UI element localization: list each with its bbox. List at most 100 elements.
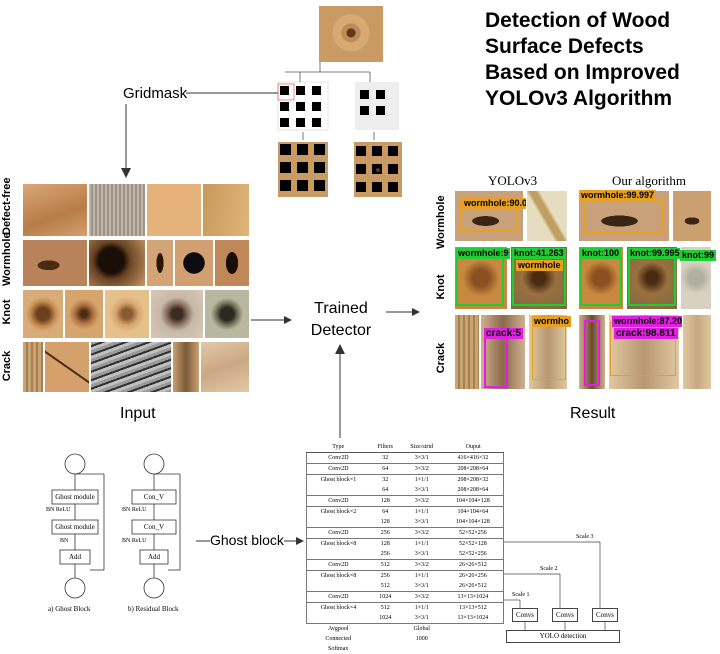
tag-yolo-knot-c: wormhole bbox=[516, 260, 563, 271]
network-table-cell: Ghost block×4 bbox=[307, 603, 370, 614]
ghost-a-block-3: Add bbox=[60, 553, 90, 561]
network-table-cell bbox=[443, 644, 504, 654]
network-table-cell: 208×208×64 bbox=[443, 485, 504, 496]
network-table-cell: 3×3/1 bbox=[401, 581, 443, 592]
col-output: Ouput bbox=[443, 442, 504, 453]
tag-yolo-knot-b: knot:41.263 bbox=[512, 248, 566, 259]
convs-box-1: Convs bbox=[512, 608, 538, 622]
network-table-cell: 3×3/2 bbox=[401, 560, 443, 571]
network-table-cell: 256 bbox=[370, 549, 401, 560]
network-table-cell: 104×104×128 bbox=[443, 496, 504, 507]
result-row-label-knot: Knot bbox=[435, 262, 447, 312]
network-table-cell: 3×3/1 bbox=[401, 613, 443, 624]
thumb-wormhole-2 bbox=[88, 239, 146, 287]
ghost-b-caption: b) Residual Block bbox=[128, 605, 179, 613]
convs-box-2: Convs bbox=[552, 608, 578, 622]
ghost-a-act-1: BN ReLU bbox=[46, 507, 71, 513]
network-table-cell: Conv2D bbox=[307, 528, 370, 539]
network-table-cell bbox=[401, 644, 443, 654]
tag-our-crack-b: wormhole:87.20 bbox=[612, 316, 684, 327]
result-our-crack-3 bbox=[682, 314, 712, 390]
thumb-crack-5 bbox=[200, 341, 250, 393]
network-table-cell bbox=[307, 517, 370, 528]
tag-yolo-wormhole: wormhole:90.0 bbox=[462, 198, 529, 209]
thumb-crack-2 bbox=[44, 341, 90, 393]
ghost-b-act-2: BN ReLU bbox=[122, 538, 147, 544]
trained-detector-label: Trained Detector bbox=[296, 298, 386, 342]
network-table-cell: 13×13×1024 bbox=[443, 613, 504, 624]
tag-our-knot-c: knot:99 bbox=[680, 250, 716, 261]
result-header-yolov3: YOLOv3 bbox=[488, 173, 537, 189]
box-yolo-knot-a bbox=[456, 256, 504, 306]
network-table-cell: Conv2D bbox=[307, 453, 370, 464]
network-table-cell bbox=[370, 624, 401, 635]
network-table-cell: 3×3/1 bbox=[401, 549, 443, 560]
tag-our-knot-a: knot:100 bbox=[580, 248, 621, 259]
result-label: Result bbox=[570, 405, 615, 423]
convs-box-3: Convs bbox=[592, 608, 618, 622]
network-table-cell: 3×3/2 bbox=[401, 592, 443, 603]
network-table-cell: 3×3/1 bbox=[401, 517, 443, 528]
network-table-cell: Ghost block×2 bbox=[307, 507, 370, 518]
network-table-row: Softmax bbox=[307, 644, 504, 654]
network-table-cell: Conv2D bbox=[307, 560, 370, 571]
tag-our-knot-b: knot:99.995 bbox=[628, 248, 682, 259]
thumb-knot-5 bbox=[204, 289, 250, 339]
network-table-cell: 1000 bbox=[401, 634, 443, 644]
result-yolo-wormhole-2 bbox=[526, 190, 568, 242]
network-table-cell: 416×416×32 bbox=[443, 453, 504, 464]
network-table-cell: 3×3/1 bbox=[401, 453, 443, 464]
network-table-cell: 64 bbox=[370, 485, 401, 496]
network-table-cell bbox=[307, 613, 370, 624]
network-table-cell: 3×3/2 bbox=[401, 464, 443, 475]
input-row-label-wormhole: Wormhole bbox=[1, 236, 13, 286]
scale-3-label: Scale 3 bbox=[576, 534, 594, 540]
col-filters: Filters bbox=[370, 442, 401, 453]
network-table-cell: Conv2D bbox=[307, 464, 370, 475]
block-diagrams bbox=[30, 452, 200, 617]
thumb-wormhole-3 bbox=[146, 239, 174, 287]
thumb-knot-1 bbox=[22, 289, 64, 339]
tag-yolo-knot-a: wormhole:9 bbox=[456, 248, 511, 259]
result-header-our-algorithm: Our algorithm bbox=[612, 173, 686, 189]
network-table-cell: 208×208×32 bbox=[443, 475, 504, 486]
ghost-b-block-2: Con_V bbox=[132, 523, 176, 531]
box-our-knot-b bbox=[628, 256, 676, 306]
thumb-wormhole-5 bbox=[214, 239, 250, 287]
network-table-cell: 1024 bbox=[370, 592, 401, 603]
thumb-defect-free-2 bbox=[88, 183, 146, 237]
network-table-cell: 1024 bbox=[370, 613, 401, 624]
tag-yolo-crack-b: wormho bbox=[532, 316, 571, 327]
network-table-cell: 1×1/1 bbox=[401, 507, 443, 518]
network-table-cell bbox=[370, 634, 401, 644]
network-table-cell: 26×26×512 bbox=[443, 581, 504, 592]
network-table-cell bbox=[307, 549, 370, 560]
thumb-knot-2 bbox=[64, 289, 104, 339]
result-row-label-wormhole: Wormhole bbox=[435, 199, 447, 249]
network-table-cell: 512 bbox=[370, 560, 401, 571]
network-table-cell: Conv2D bbox=[307, 496, 370, 507]
network-table-cell: Softmax bbox=[307, 644, 370, 654]
box-yolo-crack-a bbox=[484, 336, 508, 388]
network-table-cell: 26×26×512 bbox=[443, 560, 504, 571]
ghost-b-block-3: Add bbox=[140, 553, 168, 561]
ghost-b-block-1: Con_V bbox=[132, 493, 176, 501]
network-table-cell: 3×3/1 bbox=[401, 485, 443, 496]
thumb-defect-free-4 bbox=[202, 183, 250, 237]
network-table-cell: 52×52×256 bbox=[443, 528, 504, 539]
network-table-cell bbox=[443, 634, 504, 644]
input-row-label-knot: Knot bbox=[1, 287, 13, 337]
network-table-cell bbox=[307, 485, 370, 496]
network-table-cell: 512 bbox=[370, 581, 401, 592]
network-table-cell bbox=[443, 624, 504, 635]
tag-our-wormhole: wormhole:99.997 bbox=[579, 190, 656, 201]
network-table-cell: Ghost block×1 bbox=[307, 475, 370, 486]
col-type: Type bbox=[307, 442, 370, 453]
